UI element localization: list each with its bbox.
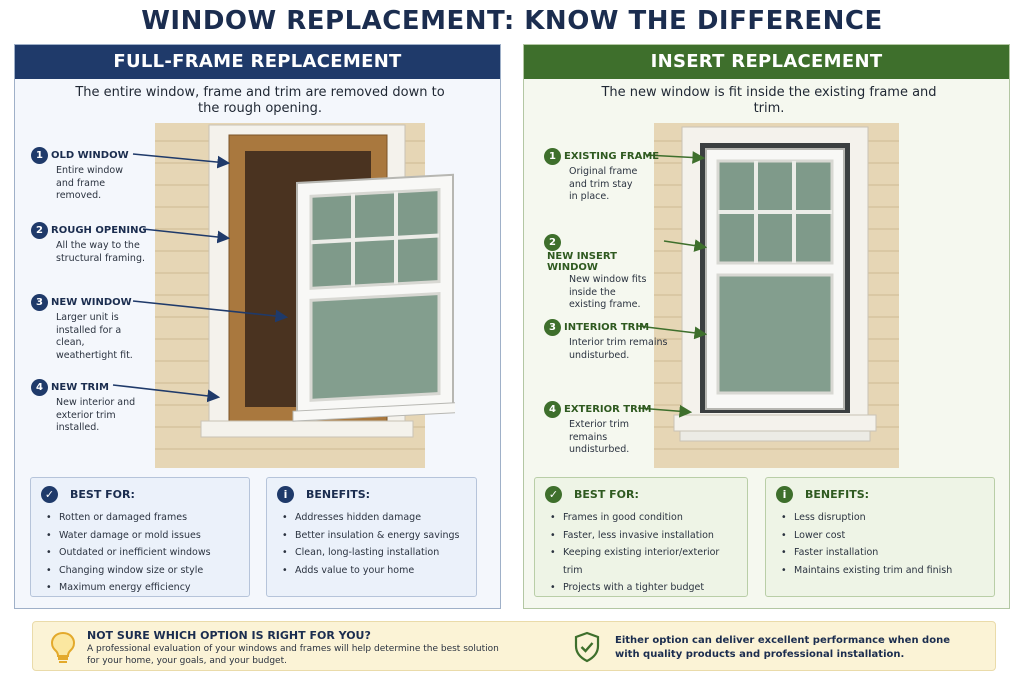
callout-number: 2 [31,222,48,239]
page-title: WINDOW REPLACEMENT: KNOW THE DIFFERENCE [141,6,883,36]
callout-desc: New interior and exterior trim installed… [56,397,136,433]
callout-title: OLD WINDOW [51,150,129,161]
list-item: Less disruption [776,509,984,527]
callout-desc: Interior trim remains undisturbed. [569,337,668,361]
callout-new-insert-window: 2NEW INSERT WINDOW New window fits insid… [544,232,664,312]
list-item: Frames in good condition [545,509,737,527]
info-circle-icon: i [776,486,793,503]
arrow-icon [112,384,221,403]
check-circle-icon: ✓ [41,486,58,503]
list-item: Outdated or inefficient windows [41,544,239,562]
insert-subtitle: The new window is fit inside the existin… [601,85,937,116]
list-item: Faster installation [776,544,984,562]
list-item: Maximum energy efficiency [41,579,239,597]
full-frame-panel: FULL-FRAME REPLACEMENT The entire window… [14,44,501,609]
footer-statement: Either option can deliver excellent perf… [615,635,950,660]
list-item: Addresses hidden damage [277,509,466,527]
list-item: Adds value to your home [277,562,466,580]
full-frame-best-for: ✓ BEST FOR: Rotten or damaged frames Wate… [30,477,250,597]
best-for-title: BEST FOR: [574,488,639,501]
list-item: Lower cost [776,527,984,545]
callout-title: NEW WINDOW [51,297,132,308]
callout-arrows [637,151,708,418]
callout-number: 4 [31,379,48,396]
callout-number: 3 [31,294,48,311]
callout-title: NEW INSERT WINDOW [547,251,617,273]
list-item: Changing window size or style [41,562,239,580]
list-item: Better insulation & energy savings [277,527,466,545]
callout-title: EXISTING FRAME [564,151,660,162]
list-item: Maintains existing trim and finish [776,562,984,580]
arrow-icon [663,239,708,252]
callout-desc: Original frame and trim stay in place. [569,166,638,202]
insert-header: INSERT REPLACEMENT [524,45,1009,79]
arrow-icon [132,300,289,323]
callout-number: 1 [31,147,48,164]
callout-title: EXTERIOR TRIM [564,404,652,415]
callout-title: INTERIOR TRIM [564,322,650,333]
callout-number: 2 [544,234,561,251]
arrow-icon [142,228,231,244]
callout-number: 4 [544,401,561,418]
benefits-title: BENEFITS: [805,488,870,501]
insert-panel: INSERT REPLACEMENT The new window is fit… [523,44,1010,609]
callout-desc: Larger unit is installed for a clean, we… [56,312,133,361]
insert-illustration [654,123,899,468]
list-item: Keeping existing interior/exterior trim [545,544,737,579]
info-circle-icon: i [277,486,294,503]
footer-question: NOT SURE WHICH OPTION IS RIGHT FOR YOU? [87,629,371,642]
shield-check-icon [574,631,600,663]
list-item: Clean, long-lasting installation [277,544,466,562]
list-item: Rotten or damaged frames [41,509,239,527]
list-item: Water damage or mold issues [41,527,239,545]
callout-number: 3 [544,319,561,336]
footer-description: A professional evaluation of your window… [87,644,499,666]
full-frame-header: FULL-FRAME REPLACEMENT [15,45,500,79]
list-item: Faster, less invasive installation [545,527,737,545]
callout-desc: All the way to the structural framing. [56,240,145,264]
insert-best-for: ✓ BEST FOR: Frames in good condition Fast… [534,477,748,597]
full-frame-subtitle: The entire window, frame and trim are re… [75,85,445,116]
arrow-icon [132,153,231,169]
insert-benefits: i BENEFITS: Less disruption Lower cost Fa… [765,477,995,597]
callout-arrows [112,153,289,403]
callout-desc: Entire window and frame removed. [56,165,123,201]
full-frame-benefits: i BENEFITS: Addresses hidden damage Bette… [266,477,477,597]
best-for-title: BEST FOR: [70,488,135,501]
arrow-icon [637,325,708,340]
full-frame-illustration [155,123,455,468]
callout-desc: New window fits inside the existing fram… [569,274,647,310]
arrow-icon [645,151,706,164]
benefits-title: BENEFITS: [306,488,371,501]
callout-desc: Exterior trim remains undisturbed. [569,419,630,455]
footer-banner: NOT SURE WHICH OPTION IS RIGHT FOR YOU? … [32,621,996,671]
callout-number: 1 [544,148,561,165]
callout-title: NEW TRIM [51,382,109,393]
list-item: Projects with a tighter budget [545,579,737,597]
lightbulb-icon [50,631,76,663]
callout-title: ROUGH OPENING [51,225,147,236]
check-circle-icon: ✓ [545,486,562,503]
arrow-icon [637,404,693,418]
